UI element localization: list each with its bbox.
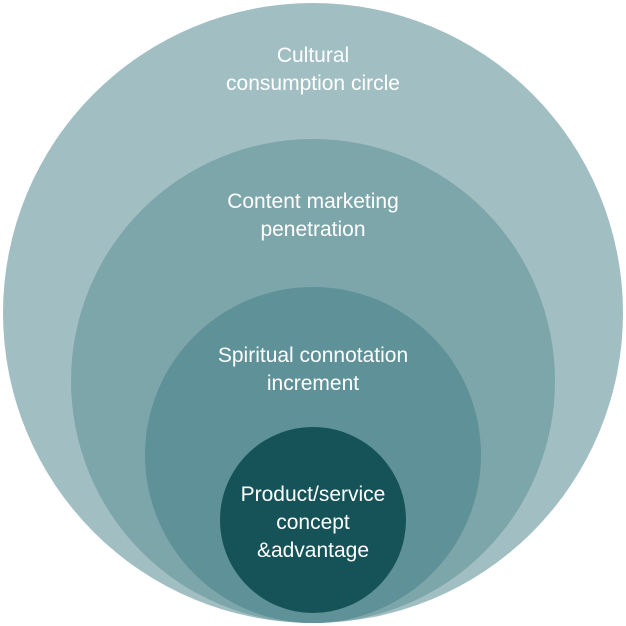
label-content-marketing-penetration: Content marketing penetration [0,188,626,244]
label-line: Product/service [240,483,386,506]
label-line: Content marketing [227,190,399,213]
label-line: Spiritual connotation [217,344,409,367]
label-spiritual-connotation-increment: Spiritual connotation increment [0,342,626,398]
label-cultural-consumption-circle: Cultural consumption circle [0,42,626,98]
label-line: consumption circle [226,72,400,95]
label-product-service-concept-advantage: Product/service concept &advantage [0,481,626,565]
label-line: &advantage [256,539,370,562]
label-line: Cultural [276,44,350,67]
label-line: increment [266,372,360,395]
core-circle [220,427,406,613]
label-line: penetration [260,218,366,241]
label-line: concept [276,511,350,534]
